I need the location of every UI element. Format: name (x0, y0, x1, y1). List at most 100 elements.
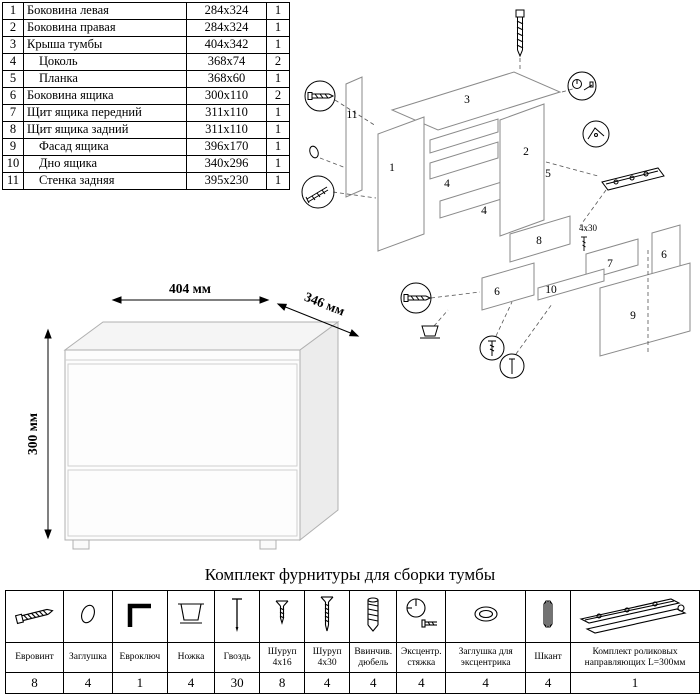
label-3: 3 (464, 94, 470, 106)
part-qty: 2 (266, 87, 290, 105)
cabinet-feet (72, 539, 277, 550)
hardware-name: Гвоздь (214, 642, 261, 673)
hardware-qty: 8 (259, 672, 306, 694)
hardware-qty: 1 (570, 672, 700, 694)
cam-lock-callout-icon (567, 71, 597, 101)
foot-left (72, 539, 90, 550)
table-row: 1 Боковина левая 284x324 1 (2, 2, 290, 20)
hardware-name: Шуруп 4x30 (304, 642, 351, 673)
part-qty: 1 (266, 70, 290, 88)
drawer-slide-icon (601, 167, 665, 191)
width-label: 404 мм (169, 282, 211, 296)
part-name: Щит ящика задний (23, 121, 187, 139)
euro-screw-icon (4, 590, 65, 643)
part-qty: 1 (266, 19, 290, 37)
wood-dowel-icon (525, 590, 572, 643)
part-size: 396x170 (186, 138, 267, 156)
hardware-qty: 8 (4, 672, 65, 694)
hardware-kit-title: Комплект фурнитуры для сборки тумбы (204, 565, 496, 584)
label-5: 5 (545, 168, 551, 180)
table-row: 10 Дно ящика 340x296 1 (2, 155, 290, 173)
cabinet-body (63, 321, 340, 542)
confirmat-screw-icon (515, 9, 525, 58)
bottom-panel-front (67, 469, 298, 537)
hardware-qty: 4 (349, 672, 398, 694)
part-num: 10 (2, 155, 24, 173)
width-dimension (111, 296, 270, 304)
part-name: Цоколь (23, 53, 187, 71)
cap-icon (63, 590, 113, 643)
back-panel (345, 76, 363, 198)
label-1: 1 (389, 162, 395, 174)
label-11: 11 (346, 109, 357, 121)
part-name: Крыша тумбы (23, 36, 187, 54)
hardware-qty: 4 (445, 672, 527, 694)
cam-cap-icon (445, 590, 527, 643)
nail-callout-icon (499, 353, 525, 379)
part-size: 284x324 (186, 19, 267, 37)
part-name: Боковина правая (23, 19, 187, 37)
part-num: 5 (2, 70, 24, 88)
part-num: 11 (2, 172, 24, 190)
table-row: 9 Фасад ящика 396x170 1 (2, 138, 290, 156)
cabinet-front-details (65, 359, 300, 537)
part-qty: 1 (266, 155, 290, 173)
plinth-2 (439, 179, 509, 219)
drawer-facade (599, 262, 691, 357)
part-num: 7 (2, 104, 24, 122)
drawer-facade-front (67, 363, 298, 467)
part-qty: 1 (266, 2, 290, 20)
part-qty: 1 (266, 121, 290, 139)
hardware-name: Заглушка (63, 642, 113, 673)
threaded-dowel-icon (349, 590, 398, 643)
hardware-name: Ввинчив. дюбель (349, 642, 398, 673)
label-6b: 6 (661, 249, 667, 261)
label-7: 7 (607, 258, 613, 270)
nail-icon (214, 590, 261, 643)
screw-long-icon (304, 590, 351, 643)
drawer-side-left (481, 262, 535, 311)
hardware-name: Эксцентр. стяжка (396, 642, 447, 673)
drawer-front (585, 238, 639, 281)
screw-short-icon (259, 590, 306, 643)
cabinet-top-face (63, 321, 340, 351)
part-qty: 1 (266, 172, 290, 190)
part-name: Планка (23, 70, 187, 88)
part-size: 311x110 (186, 121, 267, 139)
table-row: 2 Боковина правая 284x324 1 (2, 19, 290, 37)
right-side-panel (499, 103, 545, 237)
hardware-name: Евроключ (111, 642, 168, 673)
cabinet-svg: 404 мм 346 мм 300 мм (25, 281, 360, 550)
part-size: 311x110 (186, 104, 267, 122)
screw-callout-bottom-icon (479, 335, 505, 361)
hardware-qty: 4 (525, 672, 572, 694)
fitting-callout-icon (582, 120, 610, 148)
drawer-slides-icon (570, 590, 700, 643)
hardware-qty: 4 (396, 672, 447, 694)
label-9: 9 (630, 310, 636, 322)
part-size: 404x342 (186, 36, 267, 54)
part-num: 2 (2, 19, 24, 37)
hardware-name: Евровинт (4, 642, 65, 673)
table-row: 5 Планка 368x60 1 (2, 70, 290, 88)
part-num: 4 (2, 53, 24, 71)
part-size: 340x296 (186, 155, 267, 173)
drawer-bottom (537, 268, 605, 301)
leg-icon (166, 590, 216, 643)
table-row: 8 Щит ящика задний 311x110 1 (2, 121, 290, 139)
hardware-qty: 4 (63, 672, 113, 694)
part-qty: 1 (266, 36, 290, 54)
cap-callout-icon (309, 145, 319, 159)
part-num: 8 (2, 121, 24, 139)
screw-horizontal-callout-icon (400, 282, 432, 314)
label-4b: 4 (481, 205, 487, 217)
label-10: 10 (545, 284, 557, 296)
hardware-name: Комплект роликовых направляющих L=300мм (570, 642, 700, 673)
part-qty: 1 (266, 138, 290, 156)
cabinet-render: 404 мм 346 мм 300 мм (25, 281, 380, 567)
part-size: 284x324 (186, 2, 267, 20)
table-row: 7 Щит ящика передний 311x110 1 (2, 104, 290, 122)
part-name: Щит ящика передний (23, 104, 187, 122)
hardware-name: Шуруп 4x16 (259, 642, 306, 673)
screw-diagonal-callout-icon (301, 175, 335, 209)
